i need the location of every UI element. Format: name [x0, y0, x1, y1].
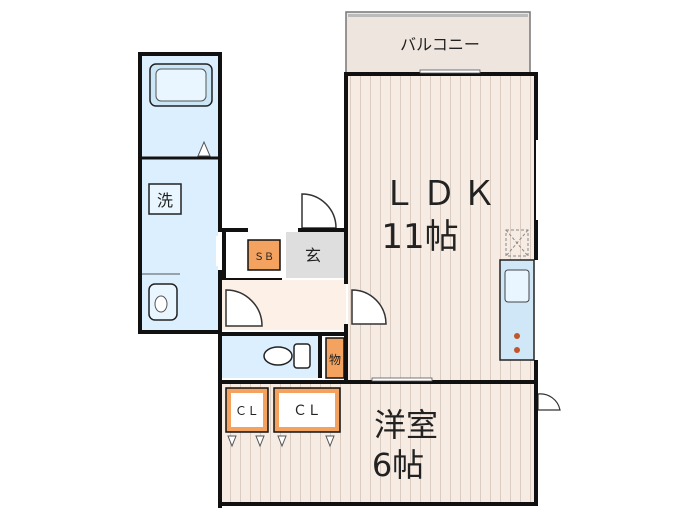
- shoe-box: [247, 239, 281, 271]
- ldk-name-label: ＬＤＫ: [382, 174, 502, 214]
- hall-door-icon: [225, 289, 263, 327]
- entrance-label: 玄: [305, 246, 321, 265]
- kitchen-counter: [499, 229, 535, 361]
- entrance-door-icon: [301, 193, 337, 229]
- shoe-box-label: ＳＢ: [254, 252, 274, 263]
- washer-icon: [148, 183, 182, 215]
- storage-label: 物: [329, 353, 341, 367]
- closet-2-label: ＣＬ: [293, 403, 321, 419]
- stove-burner-icon: [514, 333, 520, 339]
- balcony-label: バルコニー: [400, 35, 480, 54]
- western-room-name-label: 洋室: [374, 406, 438, 444]
- entrance: [286, 232, 344, 278]
- closet-1-label: ＣＬ: [235, 404, 259, 418]
- ldk-door-icon: [351, 289, 387, 325]
- toilet-icon: [263, 343, 311, 369]
- sink-icon: [504, 269, 530, 303]
- washer-label: 洗: [157, 191, 173, 210]
- balcony: バルコニー: [345, 11, 531, 75]
- western-room-size-label: 6帖: [372, 446, 424, 484]
- ldk-size-label: 11帖: [381, 217, 458, 257]
